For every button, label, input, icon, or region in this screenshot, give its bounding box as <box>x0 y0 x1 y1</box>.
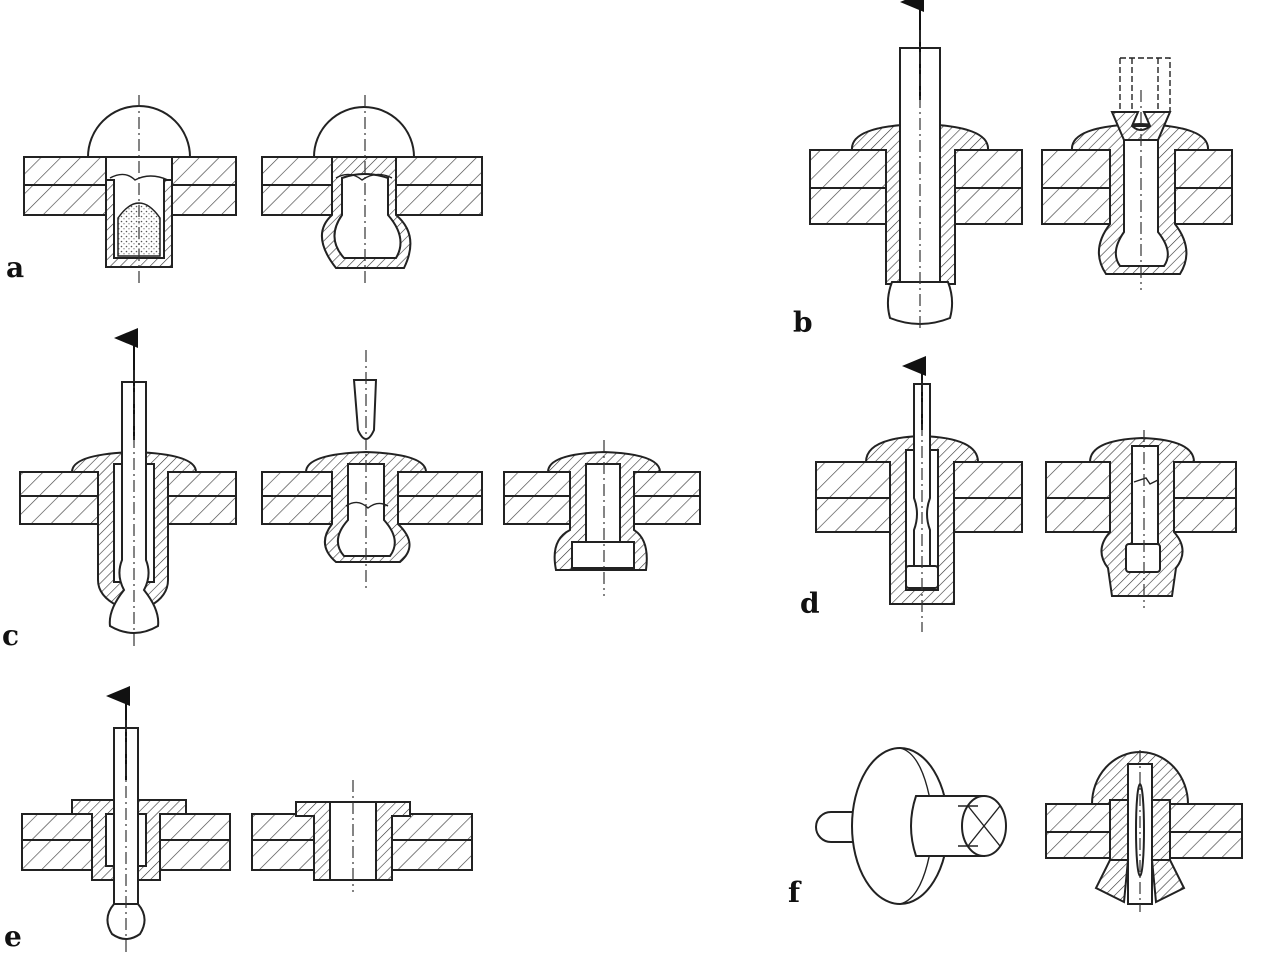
rivet-c-middle <box>261 350 483 590</box>
label-f: f <box>788 876 802 909</box>
fracture-line <box>109 173 169 181</box>
rivet-shank-wall <box>105 179 173 268</box>
rivet-c-after <box>503 440 701 596</box>
group-b-pull-mandrel-rivet: b <box>793 0 1233 339</box>
mandrel-stub <box>352 379 378 440</box>
group-f-split-rivet: f <box>788 747 1243 912</box>
rivet-a-after <box>261 95 483 285</box>
mandrel-break <box>1110 111 1172 141</box>
rivet-e-before <box>21 686 231 952</box>
broken-mandrel-outline <box>1119 57 1171 112</box>
hollow-bore <box>585 463 621 545</box>
rivet-f-perspective <box>815 747 1007 905</box>
rivet-b-after <box>1041 57 1233 290</box>
label-b: b <box>793 306 813 339</box>
rivet-a-before <box>23 95 237 285</box>
mandrel-head-locked <box>1125 543 1161 573</box>
rivet-head <box>312 106 416 158</box>
rivet-d-before <box>815 356 1023 632</box>
group-e-pull-through-rivet: e <box>4 686 473 953</box>
sleeve-bore <box>1131 445 1159 547</box>
fracture-line <box>345 501 389 509</box>
bottom-collar <box>571 541 635 569</box>
fracture-line <box>335 173 393 181</box>
split-leg-left <box>1094 859 1130 904</box>
group-d-break-mandrel-rivet: d <box>800 356 1237 632</box>
rivet-e-after <box>251 780 473 892</box>
label-c: c <box>2 619 19 652</box>
group-a-explosive-rivet: a <box>6 95 483 285</box>
split-leg-right <box>1150 859 1186 904</box>
sleeve-bore <box>1114 125 1169 267</box>
expanded-cavity <box>333 173 402 259</box>
label-e: e <box>4 920 22 953</box>
label-a: a <box>6 251 24 284</box>
rivet-head <box>86 105 192 158</box>
rivet-c-before <box>19 328 237 650</box>
group-c-blind-rivet: c <box>2 328 701 652</box>
label-d: d <box>800 587 820 620</box>
split-x-2 <box>967 805 1001 847</box>
rivet-f-section <box>1045 750 1243 912</box>
rivet-b-before <box>809 0 1023 330</box>
fracture-line <box>1133 477 1159 485</box>
rivet-d-after <box>1045 430 1237 608</box>
